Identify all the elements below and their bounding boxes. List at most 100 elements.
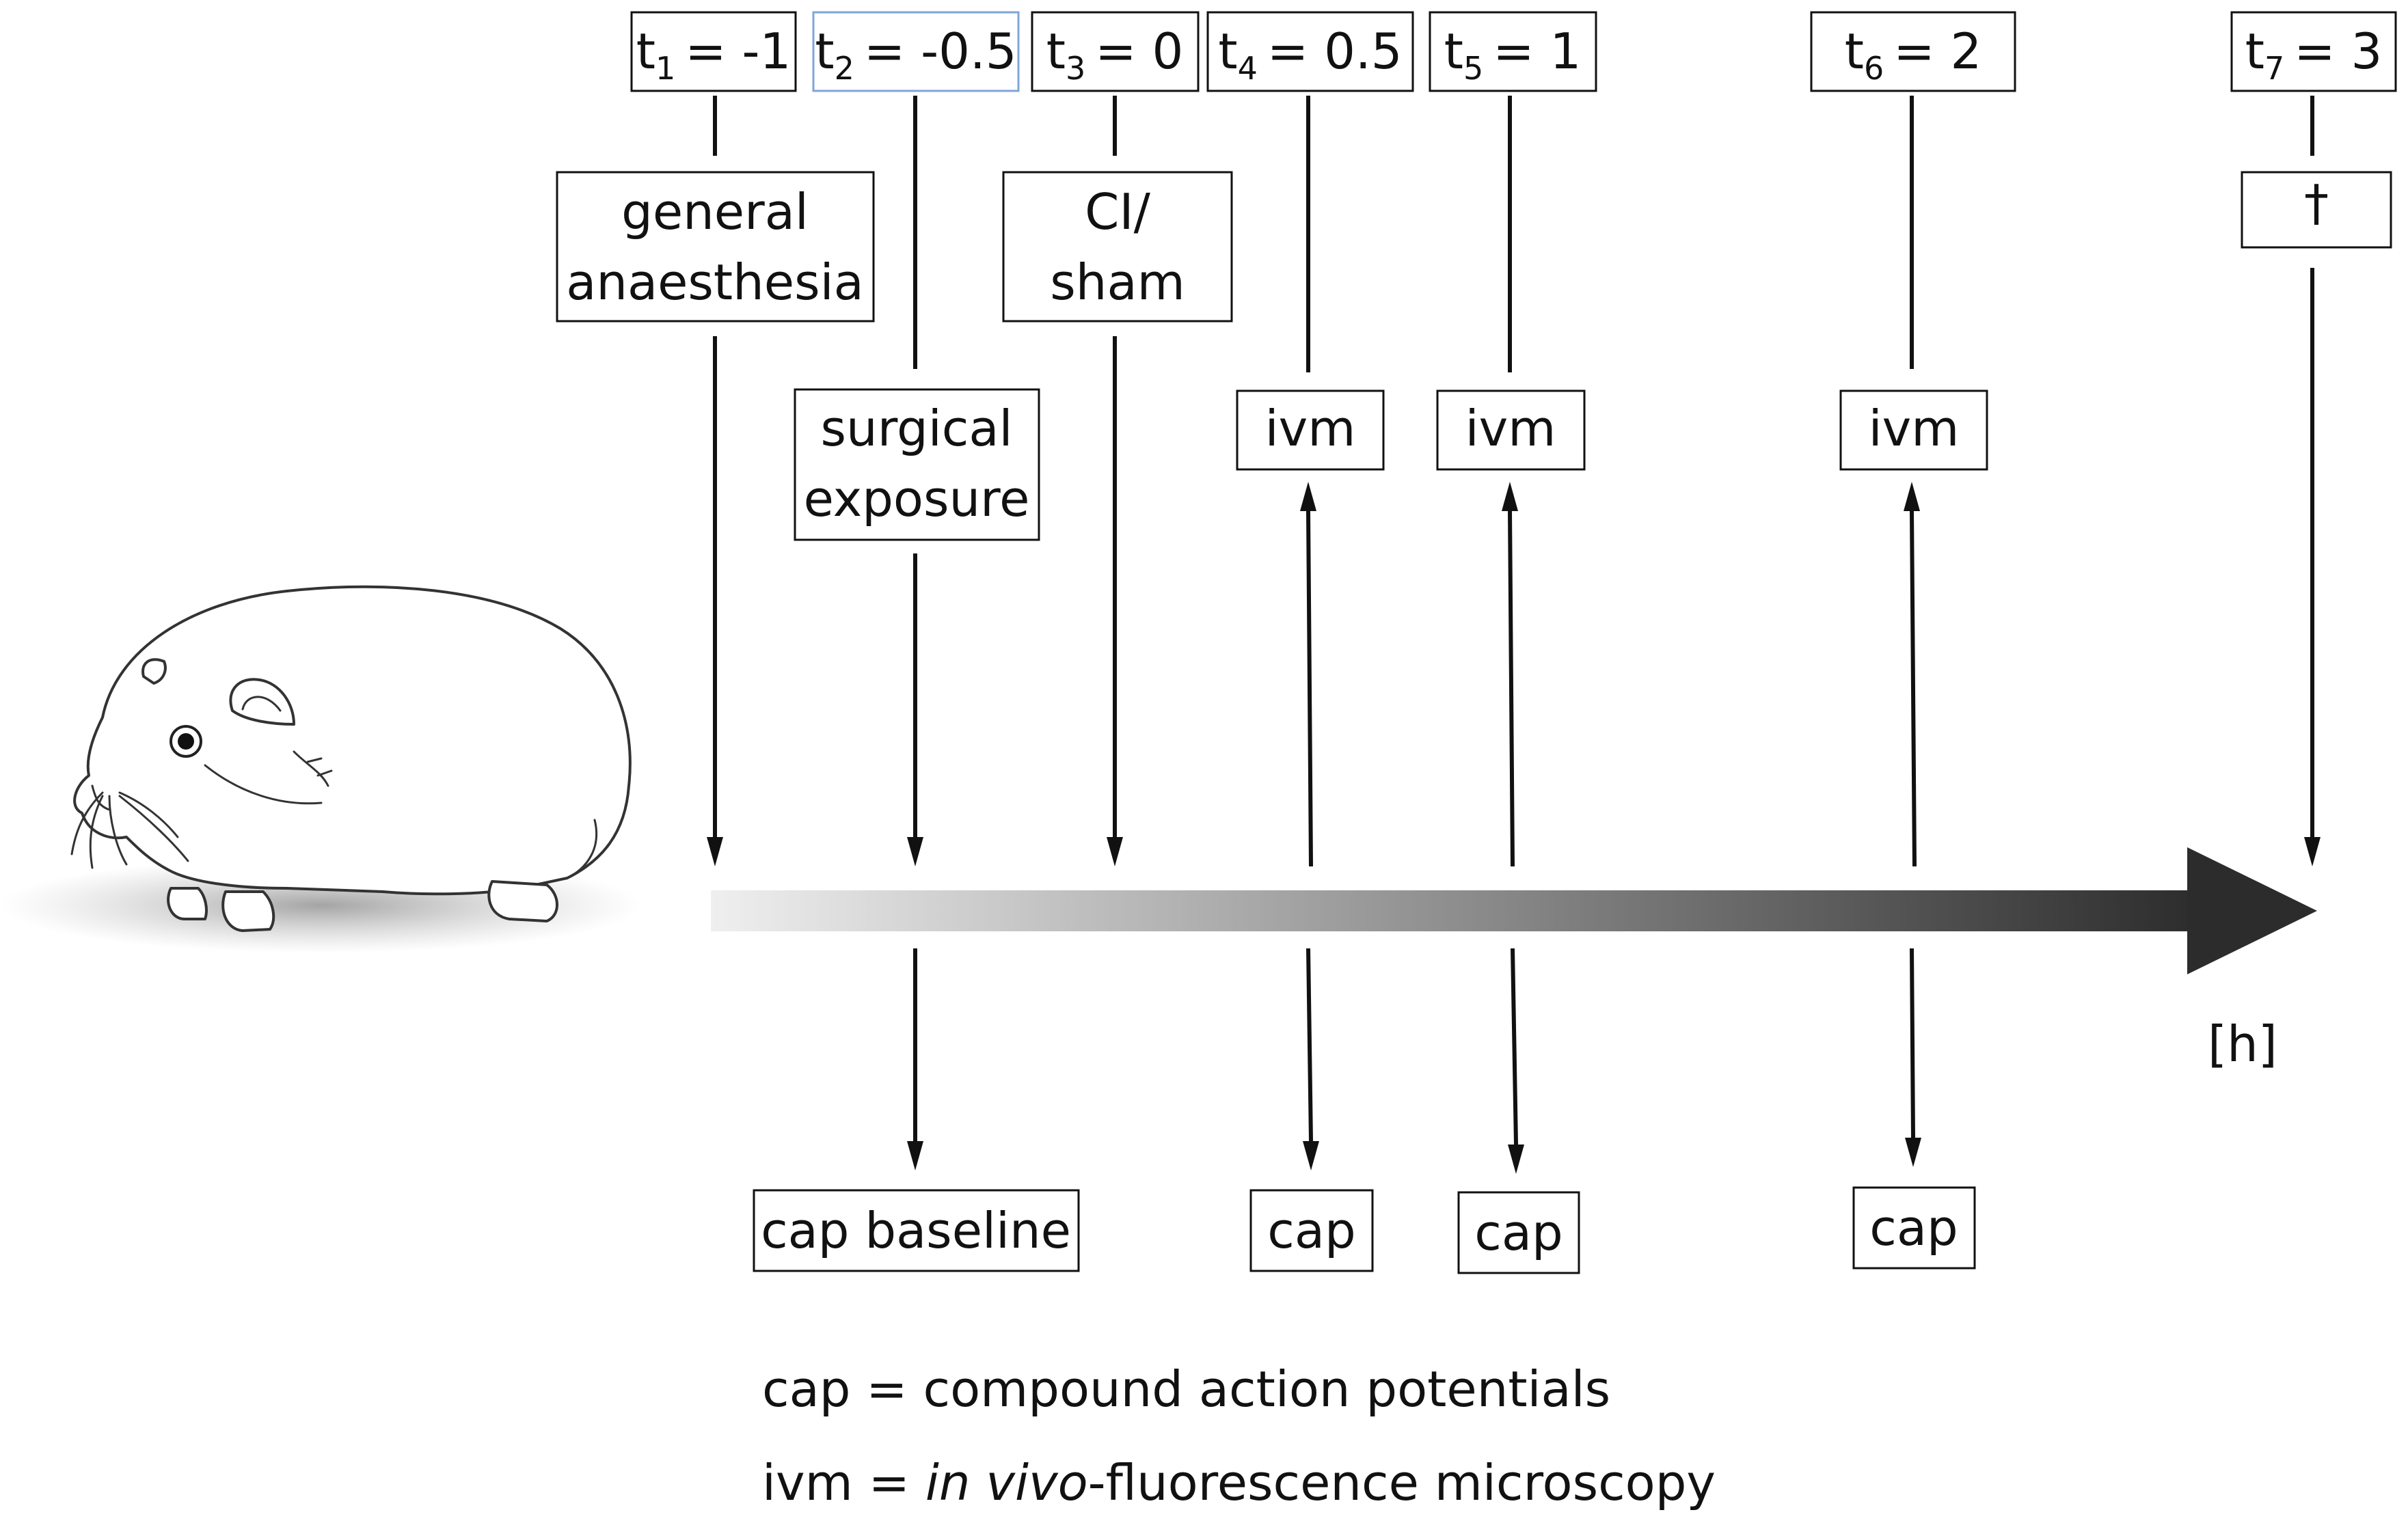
event-ivm-t4: ivm	[1236, 389, 1385, 471]
timepoint-symbol: t	[1845, 23, 1864, 80]
timepoint-symbol: t	[1218, 23, 1237, 80]
timepoint-symbol: t	[1046, 23, 1066, 80]
event-cap-t6: cap	[1852, 1186, 1976, 1270]
event-line-2: sham	[1050, 254, 1185, 311]
timepoint-t4: t4= 0.5	[1206, 11, 1414, 92]
guinea-pig-front-foot-2	[221, 890, 275, 932]
arrowhead-anaesthesia	[707, 837, 723, 866]
timepoint-t2: t2 = -0.5	[812, 11, 1020, 92]
cap-label: cap	[1474, 1204, 1563, 1261]
arrow-axis-to-cap-t6	[1910, 948, 1915, 1138]
cap-label: cap	[1267, 1202, 1355, 1259]
ivm-label: ivm	[1265, 400, 1356, 457]
timepoint-subscript: 5	[1463, 50, 1483, 87]
svg-text:t5= 1: t5= 1	[1444, 23, 1582, 87]
arrowhead-cap-t6	[1905, 1138, 1921, 1167]
guinea-pig-whiskers	[70, 791, 189, 869]
arrowhead-ivm-t6	[1904, 482, 1920, 511]
event-cap-baseline: cap baseline	[753, 1189, 1080, 1272]
event-ivm-t6: ivm	[1839, 389, 1988, 471]
timepoint-subscript: 4	[1238, 50, 1258, 87]
event-ci-sham: CI/ sham	[1002, 171, 1233, 323]
guinea-pig-mouth	[91, 784, 111, 811]
arrowhead-ivm-t4	[1300, 482, 1316, 511]
timepoint-t5: t5= 1	[1429, 11, 1597, 92]
legend-ivm-suffix: -fluorescence microscopy	[1088, 1454, 1716, 1511]
timepoint-value: = 3	[2294, 23, 2382, 80]
arrowhead-cap-baseline	[907, 1141, 923, 1170]
svg-text:t7= 3: t7 = 3	[2245, 23, 2383, 87]
legend-cap: cap = compound action potentials	[762, 1360, 1610, 1418]
event-death: †	[2241, 171, 2392, 249]
guinea-pig-hind-leg	[566, 819, 598, 879]
ivm-label: ivm	[1869, 400, 1960, 457]
timepoint-symbol: t	[2245, 23, 2264, 80]
guinea-pig-front-foot	[167, 887, 208, 920]
legend-ivm: ivm = in vivo-fluorescence microscopy	[762, 1454, 1716, 1511]
ivm-label: ivm	[1465, 400, 1556, 457]
arrowhead-cap-t5	[1508, 1145, 1524, 1174]
event-line-1: general	[621, 183, 809, 241]
event-line-1: CI/	[1085, 183, 1151, 241]
arrowhead-ivm-t5	[1502, 482, 1518, 511]
event-line-2: anaesthesia	[566, 254, 863, 311]
arrow-axis-to-cap-t4	[1306, 948, 1313, 1142]
event-cap-t4: cap	[1249, 1189, 1374, 1272]
time-unit-label: [h]	[2208, 1015, 2277, 1073]
timepoint-symbol: t	[815, 23, 834, 80]
arrow-axis-to-ivm-t4	[1306, 510, 1313, 867]
arrowhead-surgery	[907, 837, 923, 866]
event-ivm-t5: ivm	[1436, 389, 1586, 471]
timepoint-t3: t3 = 0	[1031, 11, 1200, 92]
svg-text:t6= 2: t6= 2	[1845, 23, 1982, 87]
svg-text:t2= -0.5: t2 = -0.5	[815, 23, 1016, 87]
death-dagger-symbol: †	[2304, 174, 2329, 232]
timepoint-symbol: t	[636, 23, 655, 80]
arrowhead-death	[2304, 837, 2321, 866]
arrowhead-ci	[1107, 837, 1123, 866]
timepoint-t6: t6= 2	[1810, 11, 2016, 92]
timepoint-value: = -1	[685, 23, 791, 80]
guinea-pig-ear-inner	[241, 696, 282, 712]
guinea-pig-body	[73, 585, 632, 896]
timepoint-t7: t7 = 3	[2230, 11, 2397, 92]
guinea-pig-illustration	[0, 585, 642, 953]
timeline-arrow-shaft	[711, 890, 2201, 931]
connector-lines	[707, 96, 2321, 1174]
svg-text:t1= -1: t1 = -1	[636, 23, 792, 87]
legend: cap = compound action potentials ivm = i…	[762, 1360, 1716, 1511]
svg-text:t3= 0: t3 = 0	[1046, 23, 1184, 87]
event-line-2: exposure	[804, 470, 1030, 527]
timepoint-subscript: 2	[835, 50, 854, 87]
timepoint-boxes: t1= -1 t2= -0.5 t3= 0 t4= 0.5 t5= 1 t6= …	[630, 11, 2397, 92]
timepoint-subscript: 3	[1066, 50, 1085, 87]
arrow-axis-to-ivm-t5	[1508, 510, 1515, 867]
legend-ivm-italic: in vivo	[925, 1454, 1088, 1511]
timepoint-value: = 2	[1893, 23, 1981, 80]
timepoint-value: = -0.5	[864, 23, 1017, 80]
guinea-pig-cheek	[204, 764, 323, 805]
event-line-1: surgical	[821, 400, 1013, 457]
timeline-arrow-head	[2187, 847, 2317, 974]
legend-ivm-prefix: ivm =	[762, 1454, 925, 1511]
event-surgical-exposure: surgical exposure	[794, 388, 1040, 541]
timepoint-t1: t1 = -1	[630, 11, 797, 92]
event-general-anaesthesia: general anaesthesia	[556, 171, 875, 323]
arrowhead-cap-t4	[1303, 1141, 1319, 1170]
timepoint-value: = 0	[1095, 23, 1183, 80]
timepoint-subscript: 7	[2264, 50, 2284, 87]
event-cap-t5: cap	[1457, 1191, 1580, 1274]
timepoint-subscript: 1	[655, 50, 675, 87]
guinea-pig-hind-foot	[487, 880, 558, 922]
arrow-axis-to-cap-t5	[1511, 948, 1518, 1145]
guinea-pig-ear	[229, 678, 295, 726]
guinea-pig-back-ear	[141, 658, 167, 685]
guinea-pig-pupil	[178, 733, 194, 750]
timepoint-subscript: 6	[1864, 50, 1884, 87]
timepoint-value: = 0.5	[1267, 23, 1403, 80]
timepoint-symbol: t	[1444, 23, 1463, 80]
svg-text:t4= 0.5: t4= 0.5	[1218, 23, 1402, 87]
cap-baseline-label: cap baseline	[761, 1202, 1071, 1259]
arrow-axis-to-ivm-t6	[1910, 510, 1917, 867]
